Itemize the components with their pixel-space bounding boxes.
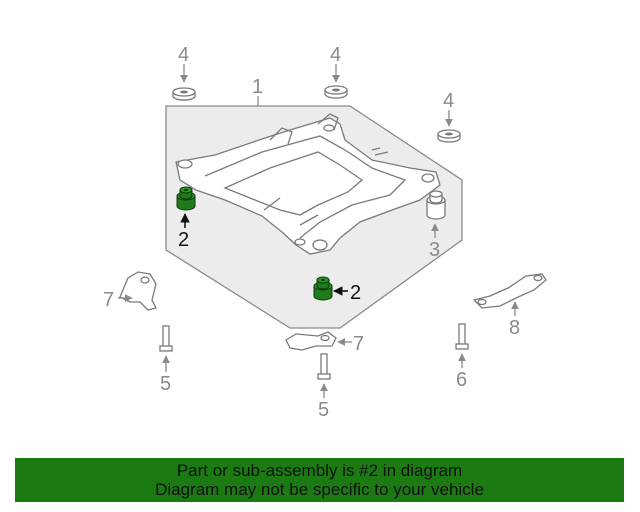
mount-bushing bbox=[426, 190, 446, 238]
bolt-center bbox=[317, 353, 331, 398]
callout-1: 1 bbox=[252, 76, 263, 98]
callout-5-left: 5 bbox=[160, 373, 171, 395]
callout-4-center: 4 bbox=[330, 44, 341, 66]
callout-3: 3 bbox=[429, 239, 440, 261]
banner-line-2: Diagram may not be specific to your vehi… bbox=[155, 480, 484, 499]
bolt-left bbox=[159, 325, 173, 372]
callout-4-left: 4 bbox=[178, 44, 189, 66]
bracket-center bbox=[285, 331, 352, 351]
washer-right bbox=[437, 110, 461, 143]
callout-5-center: 5 bbox=[318, 399, 329, 421]
callout-7-left: 7 bbox=[103, 289, 114, 311]
callout-7-center: 7 bbox=[353, 333, 364, 355]
bolt-right bbox=[455, 323, 469, 368]
callout-6: 6 bbox=[456, 369, 467, 391]
arm-right bbox=[472, 273, 547, 316]
washer-left bbox=[172, 64, 196, 101]
callout-4-right: 4 bbox=[443, 90, 454, 112]
banner-line-1: Part or sub-assembly is #2 in diagram bbox=[176, 461, 463, 480]
bushing-right-highlighted bbox=[313, 276, 333, 301]
info-banner: Part or sub-assembly is #2 in diagram Di… bbox=[15, 458, 624, 502]
bracket-left bbox=[118, 271, 157, 311]
bushing-left-highlighted bbox=[176, 186, 196, 211]
subframe bbox=[175, 113, 441, 255]
washer-center bbox=[324, 64, 348, 99]
callout-2-left: 2 bbox=[178, 229, 189, 251]
callout-2-right: 2 bbox=[350, 282, 361, 304]
callout-8: 8 bbox=[509, 317, 520, 339]
